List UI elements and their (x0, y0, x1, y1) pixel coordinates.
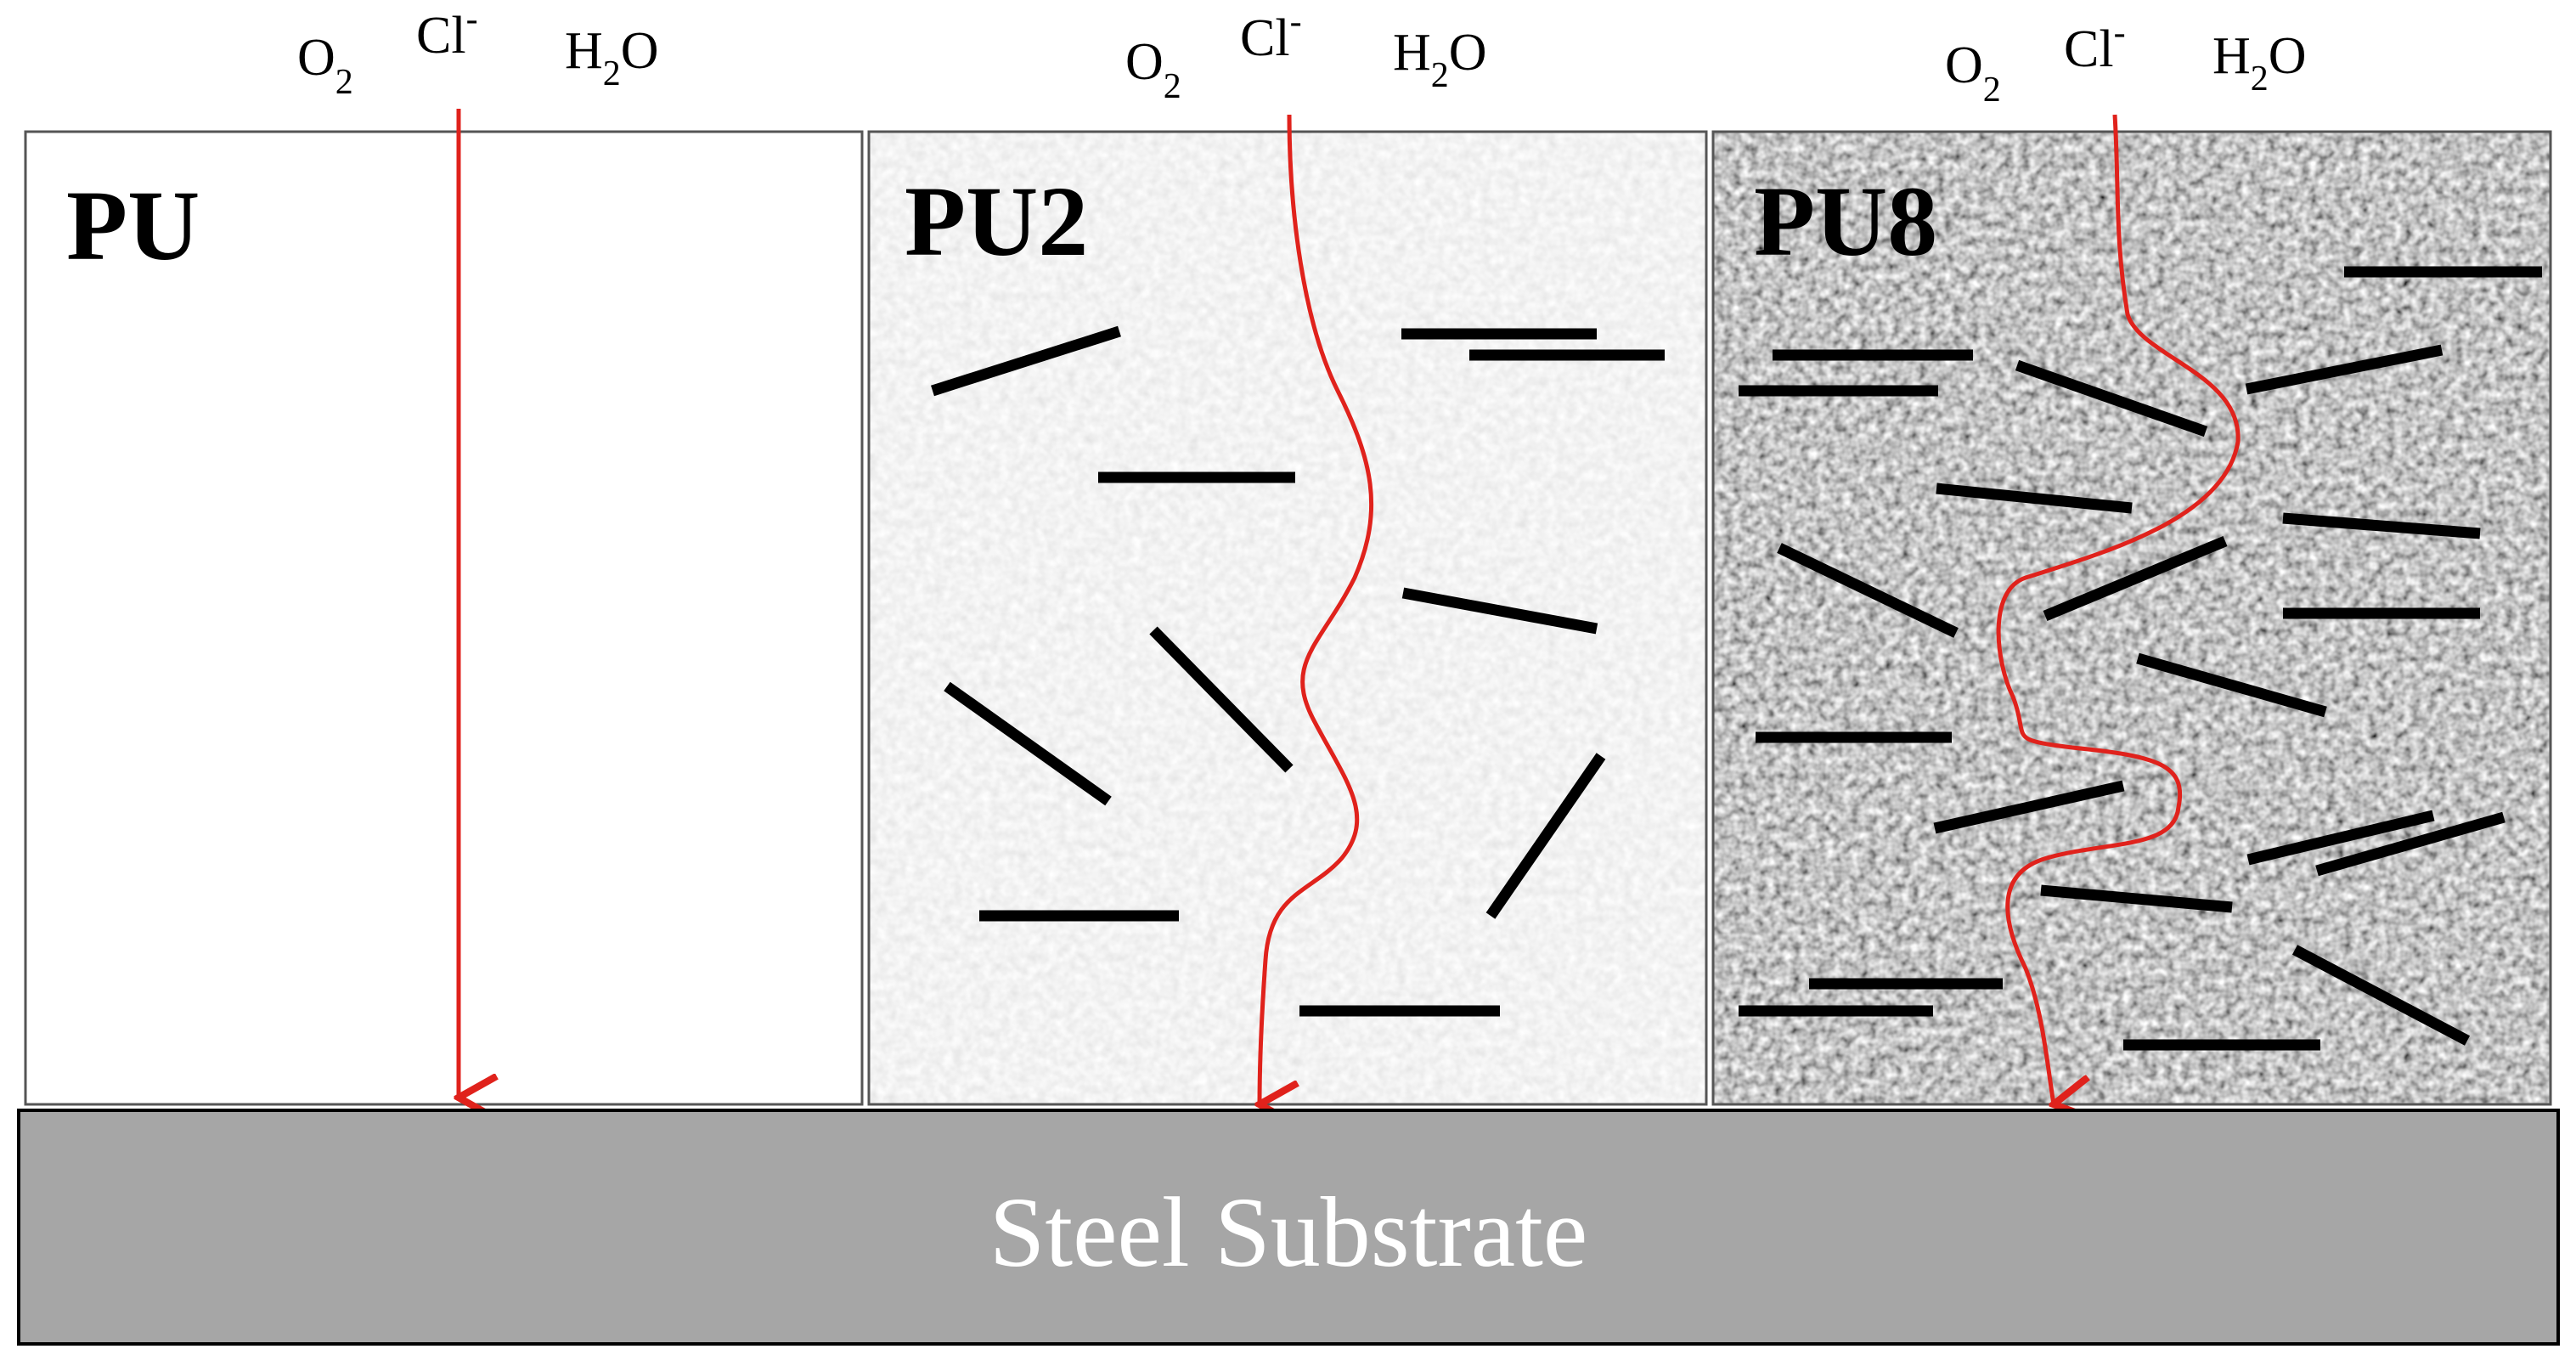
flake (1401, 587, 1598, 635)
pu2-diffusion-arrow (1260, 114, 1374, 1104)
panel-label-pu2: PU2 (905, 166, 1088, 277)
panel-pu-frame (24, 130, 864, 1106)
panel-pu (24, 130, 864, 1106)
species-h2o: H2O (1393, 24, 1487, 95)
species-cl: Cl- (1240, 3, 1302, 67)
species-o2: O2 (1945, 37, 2001, 110)
substrate-block (17, 1109, 2560, 1346)
flake (2291, 945, 2471, 1046)
flake (944, 681, 1112, 806)
flake (2040, 884, 2233, 913)
steel-substrate: Steel Substrate (17, 1109, 2560, 1346)
pu8-flakes (1739, 266, 2542, 1051)
flake (931, 325, 1121, 397)
flake (2246, 810, 2435, 866)
species-cl: Cl- (2064, 14, 2126, 78)
flake (1149, 626, 1294, 773)
flake (1936, 483, 2133, 514)
panel-pu2-texture (869, 132, 1706, 1104)
flake (2043, 535, 2228, 622)
flake (2245, 344, 2444, 395)
species-cl: Cl- (416, 0, 478, 65)
panel-pu8-frame (1711, 130, 2552, 1106)
flake (1933, 780, 2125, 834)
panel-pu2 (867, 130, 1708, 1106)
pu8-diffusion-arrow (1996, 114, 2241, 1104)
panel-label-pu: PU (66, 170, 200, 281)
flake (1485, 753, 1606, 919)
flake (2282, 512, 2481, 539)
flake (1777, 543, 1959, 638)
species-o2: O2 (297, 29, 353, 102)
species-o2: O2 (1125, 33, 1181, 106)
flake (2015, 359, 2208, 437)
species-h2o: H2O (565, 22, 659, 93)
panel-label-pu8: PU8 (1754, 166, 1937, 277)
flake (2136, 652, 2327, 718)
flake (2315, 811, 2506, 877)
species-h2o: H2O (2212, 27, 2307, 99)
pu2-flakes (931, 325, 1665, 1017)
substrate-label: Steel Substrate (989, 1177, 1588, 1288)
